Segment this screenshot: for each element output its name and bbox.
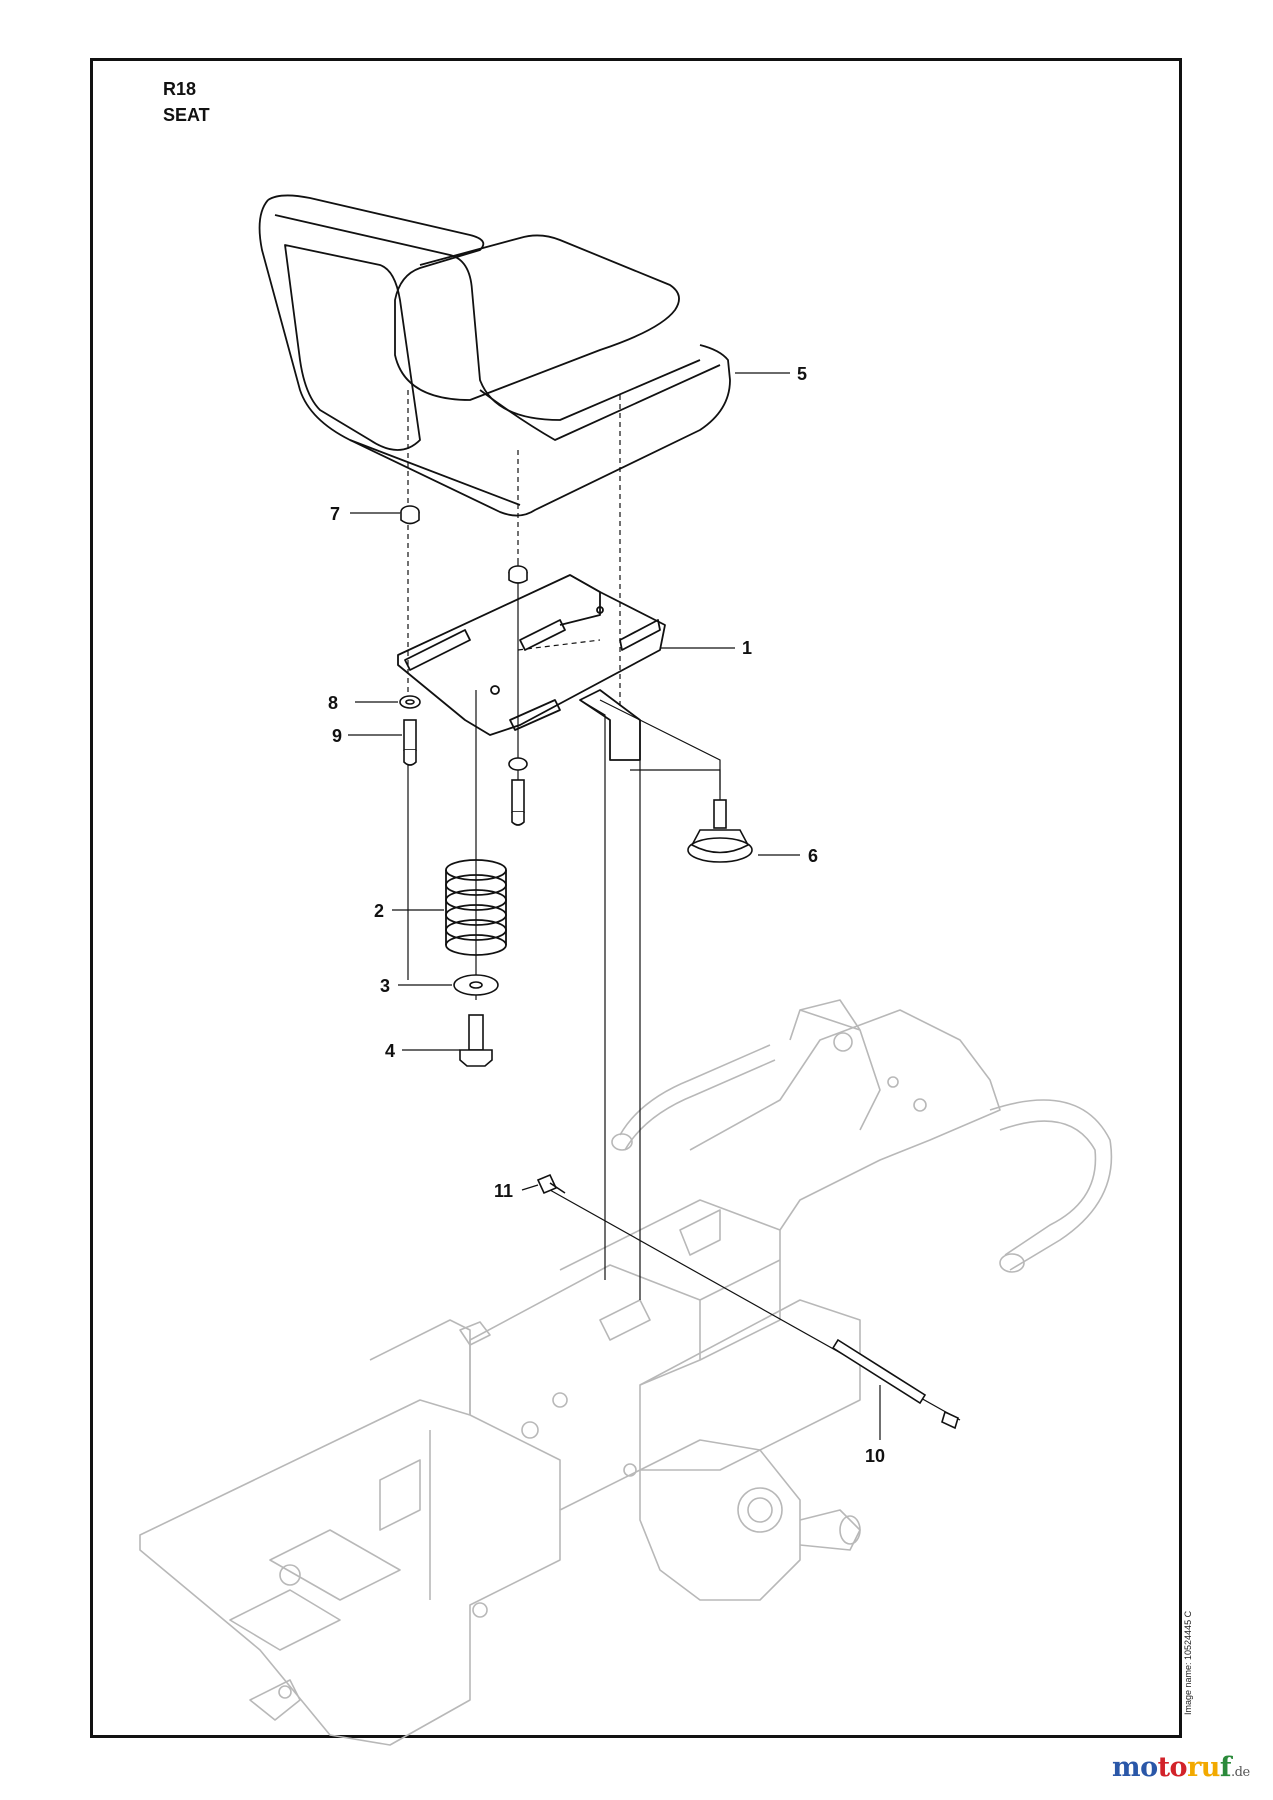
callout-11: 11	[494, 1181, 513, 1201]
callout-1: 1	[742, 638, 752, 658]
callout-9: 9	[332, 726, 342, 746]
motoruf-watermark: motoruf.de	[1112, 1752, 1250, 1783]
drawing-frame	[90, 58, 1182, 1738]
section-label: SEAT	[163, 105, 210, 125]
callout-2: 2	[374, 901, 384, 921]
assembly-lines	[407, 390, 961, 1421]
model-label: R18	[163, 79, 197, 99]
callout-5: 5	[797, 364, 807, 384]
hardware	[399, 505, 959, 1430]
callout-labels: 1 2 3 4 5 6 7 8 9 10 11	[328, 364, 885, 1466]
watermark-part-1: mo	[1112, 1752, 1158, 1783]
watermark-domain: .de	[1231, 1765, 1250, 1780]
callout-10: 10	[865, 1446, 885, 1466]
seat-part-5	[258, 194, 731, 517]
spring-part-2	[445, 859, 507, 956]
image-name-label: Image name: 10524445 C	[1183, 1610, 1193, 1715]
chassis-frame	[139, 999, 1113, 1746]
callout-leaders	[348, 372, 881, 1440]
callout-6: 6	[808, 846, 818, 866]
title-block: R18 SEAT	[163, 76, 210, 128]
watermark-part-3: ru	[1187, 1752, 1220, 1783]
seat-plate-part-1	[397, 574, 666, 761]
callout-8: 8	[328, 693, 338, 713]
watermark-part-4: f	[1219, 1752, 1232, 1783]
watermark-part-2: to	[1157, 1752, 1188, 1783]
callout-4: 4	[385, 1041, 395, 1061]
callout-3: 3	[380, 976, 390, 996]
callout-7: 7	[330, 504, 340, 524]
